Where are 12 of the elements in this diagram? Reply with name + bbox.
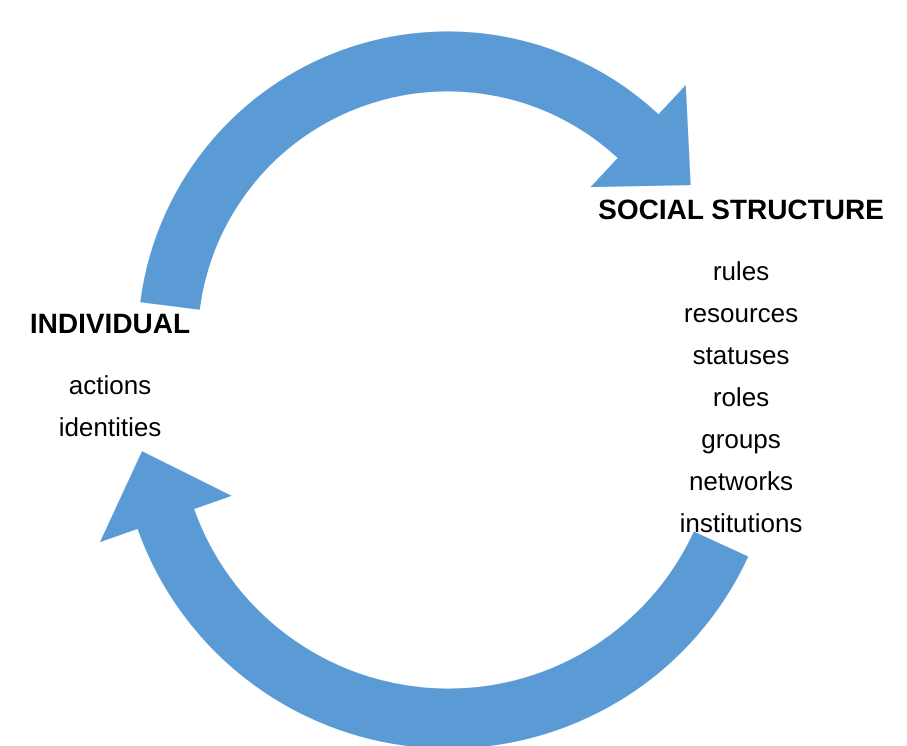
list-item: actions bbox=[68, 369, 152, 402]
list-item: resources bbox=[684, 297, 798, 330]
heading: SOCIAL STRUCTURE bbox=[598, 193, 884, 227]
list-item: groups bbox=[701, 423, 781, 456]
list-item: networks bbox=[688, 465, 794, 498]
heading: INDIVIDUAL bbox=[30, 307, 190, 341]
curved-arrow bbox=[101, 452, 748, 746]
list-item: roles bbox=[712, 381, 770, 414]
list-item: statuses bbox=[692, 339, 790, 372]
list-item: rules bbox=[712, 255, 770, 288]
list-item: identities bbox=[58, 411, 162, 444]
list-item: institutions bbox=[680, 507, 802, 540]
